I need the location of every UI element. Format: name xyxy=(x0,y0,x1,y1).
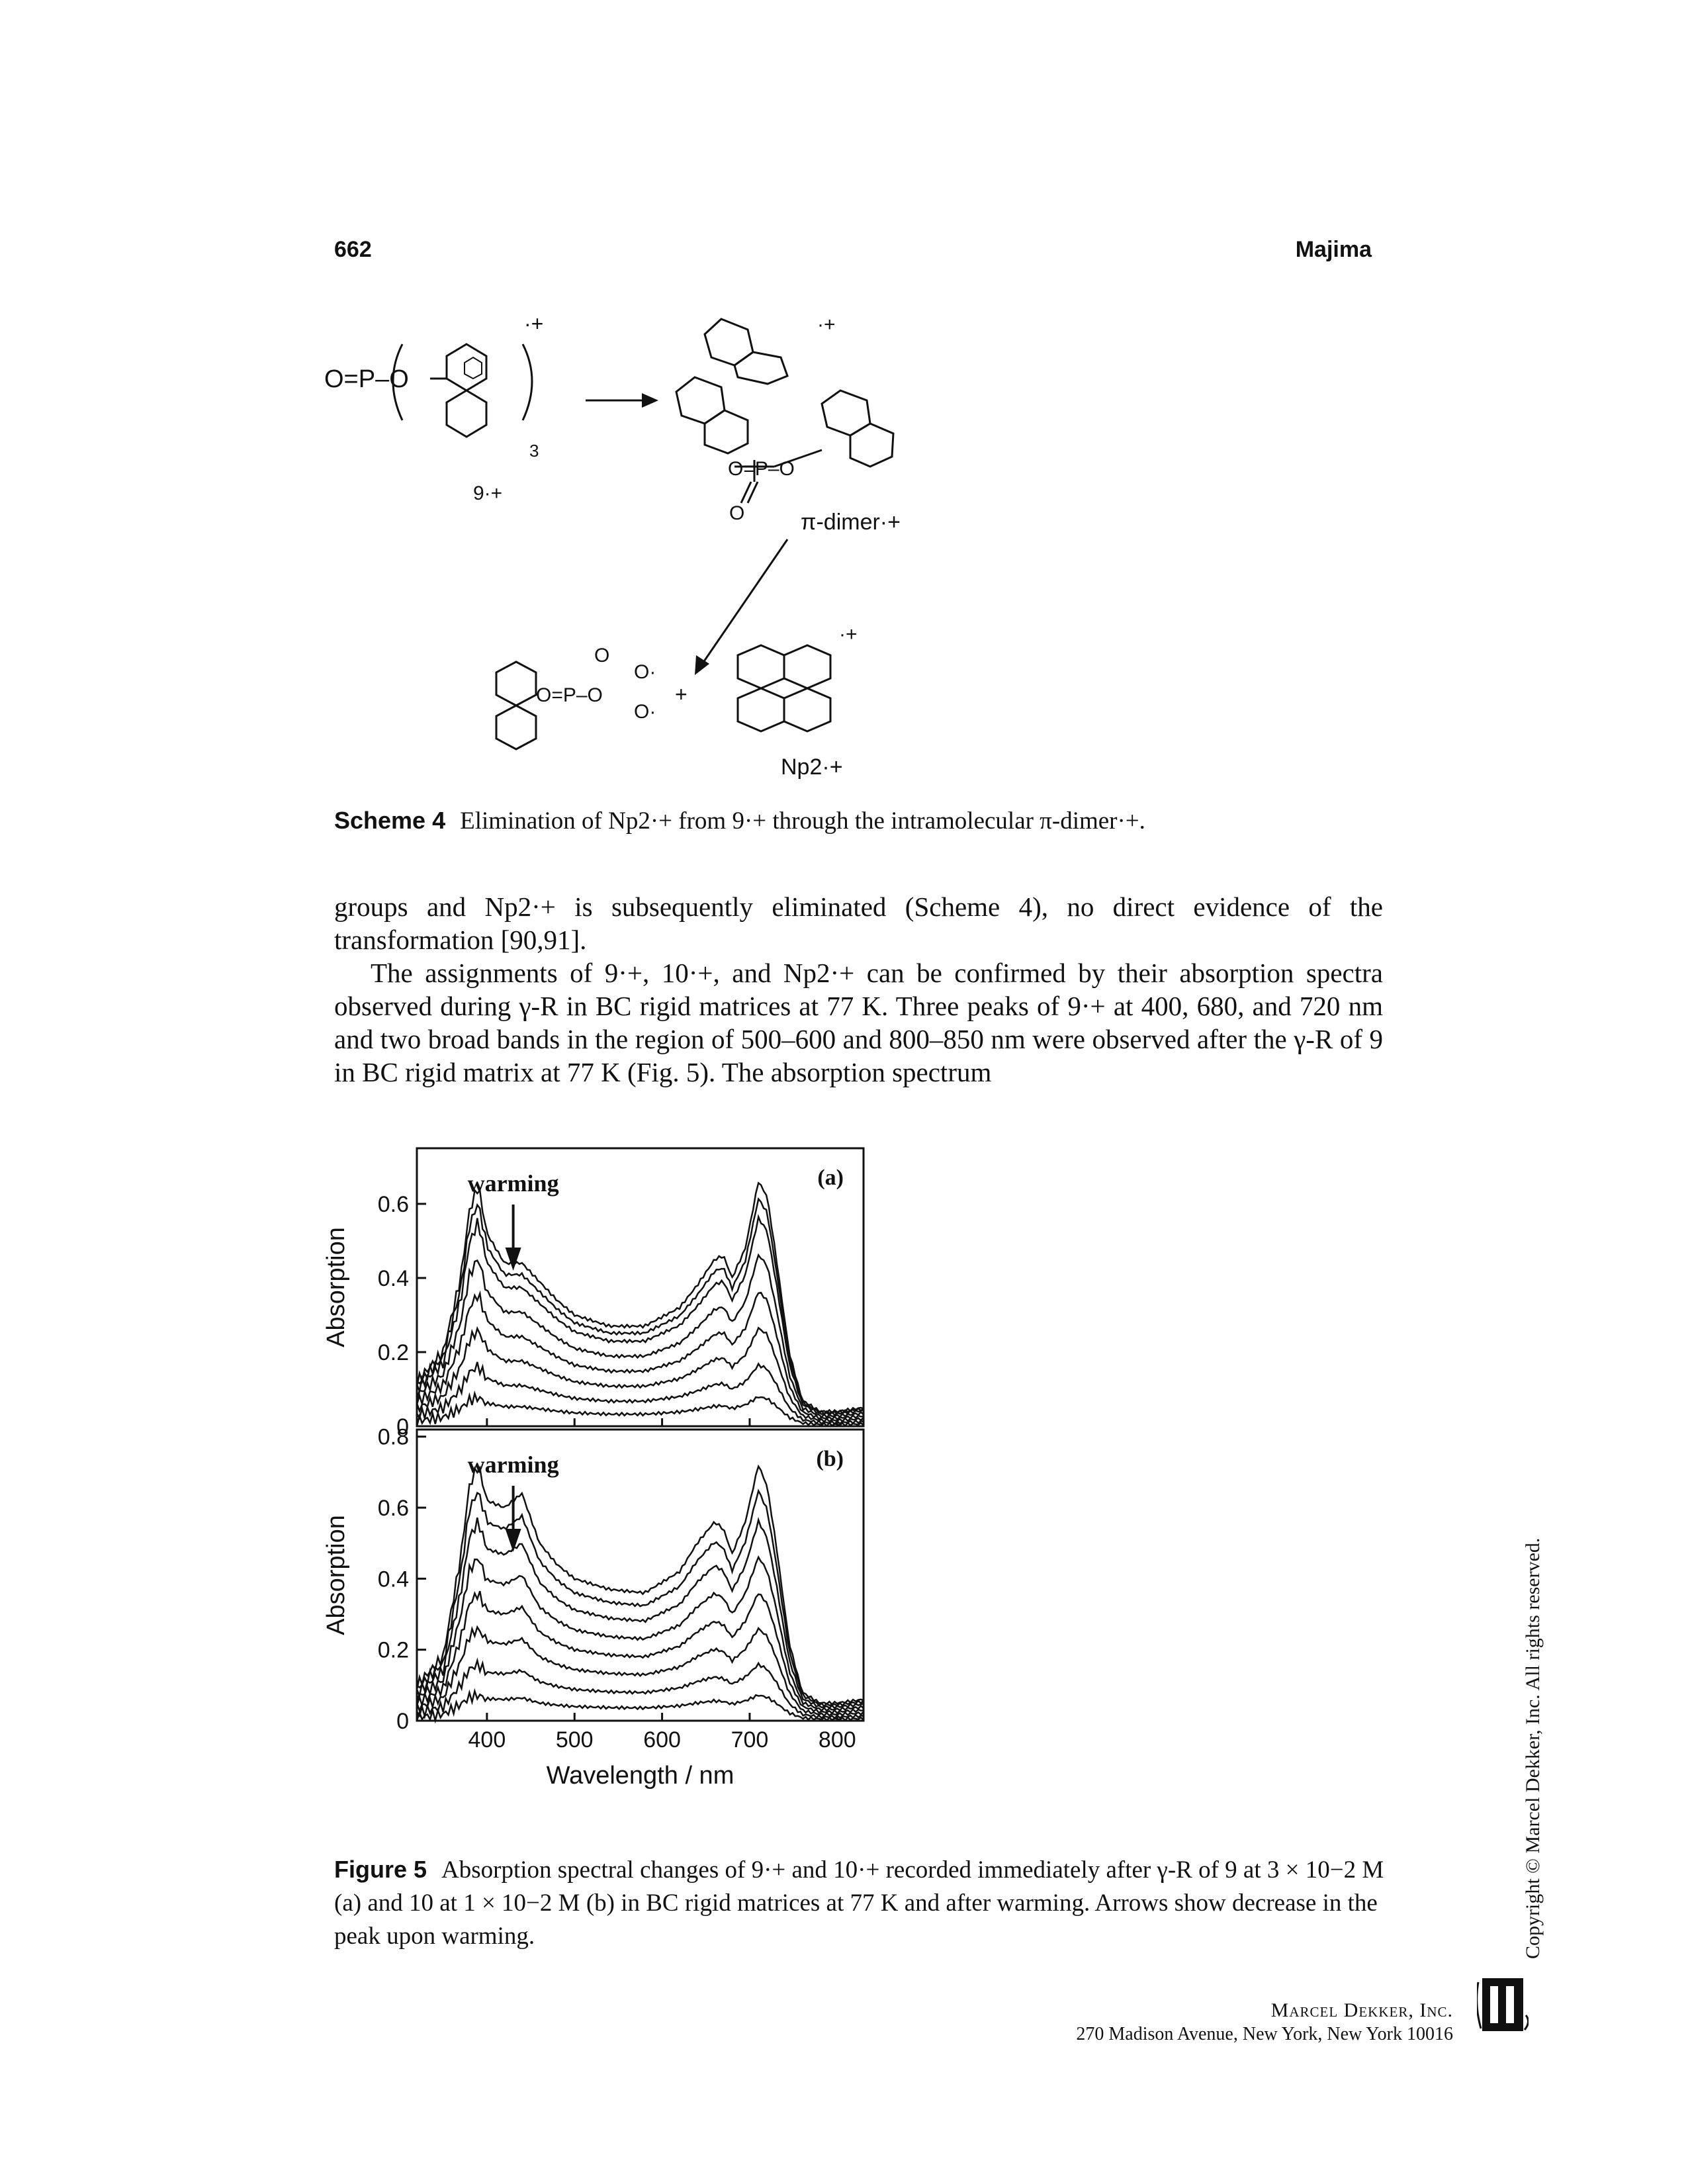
warming-arrow-head xyxy=(505,1248,521,1271)
plus-sign: + xyxy=(675,682,688,706)
y-tick-label: 0 xyxy=(396,1709,409,1734)
x-tick-label: 600 xyxy=(643,1727,681,1752)
product-oxygen-1: O· xyxy=(634,661,656,683)
body-paragraph-1: groups and Np2·+ is subsequently elimina… xyxy=(334,891,1383,955)
warming-arrow-head xyxy=(505,1529,521,1552)
product-charge: ·+ xyxy=(839,623,858,645)
spectrum-line xyxy=(416,1590,864,1715)
x-tick-label: 500 xyxy=(556,1727,594,1752)
spectrum-line xyxy=(416,1488,864,1707)
y-tick-label: 0.6 xyxy=(378,1192,409,1217)
dimer-charge: ·+ xyxy=(817,314,836,336)
naphthalene-ring-1 xyxy=(445,343,488,438)
x-tick-label: 400 xyxy=(468,1727,506,1752)
y-tick-label: 0.8 xyxy=(378,1425,409,1450)
product-oxygen-2: O· xyxy=(634,701,656,723)
binaphthyl-label: Np2·+ xyxy=(781,754,843,780)
y-tick-label: 0.4 xyxy=(378,1567,409,1592)
publisher-logo-icon xyxy=(1476,1976,1529,2034)
scheme-4-structures: O=P–O ·+ 3 9·+ O=P–O O xyxy=(324,304,986,788)
x-axis-label: Wavelength / nm xyxy=(547,1762,734,1790)
scheme-caption: Scheme 4 Elimination of Np2·+ from 9·+ th… xyxy=(334,804,1393,838)
product-oxo: O xyxy=(594,645,609,666)
naphthyl-phosphate-product xyxy=(495,660,537,751)
spectrum-line xyxy=(416,1625,864,1717)
y-tick-label: 0.2 xyxy=(378,1340,409,1365)
y-tick-label: 0.4 xyxy=(378,1266,409,1291)
right-bracket xyxy=(521,343,533,421)
x-tick-label: 800 xyxy=(819,1727,856,1752)
left-bracket xyxy=(392,343,404,421)
plot-frame-b xyxy=(416,1428,865,1722)
y-tick-label: 0.6 xyxy=(378,1496,409,1521)
y-tick-label: 0 xyxy=(396,1414,409,1439)
spectrum-line xyxy=(416,1326,864,1423)
dimer-oxo: O xyxy=(729,502,744,524)
y-axis-label: Absorption xyxy=(322,1515,350,1635)
running-author: Majima xyxy=(1295,237,1372,262)
dimer-phosphate: O=P–O xyxy=(728,458,795,480)
x-tick-label: 700 xyxy=(731,1727,769,1752)
spectrum-line xyxy=(416,1657,864,1720)
spectrum-line xyxy=(416,1197,864,1416)
figure-caption-label: Figure 5 xyxy=(334,1856,427,1883)
figure-5-svg: 00.20.40.6Absorption(a)warming00.20.40.6… xyxy=(322,1147,865,1790)
spectrum-line xyxy=(416,1214,864,1416)
spectrum-line xyxy=(416,1688,864,1724)
subscript-3: 3 xyxy=(529,441,539,461)
plot-frame-a xyxy=(416,1147,865,1428)
figure-caption-text: Absorption spectral changes of 9·+ and 1… xyxy=(334,1856,1384,1950)
pi-dimer-structure xyxy=(675,318,895,504)
scheme-caption-label: Scheme 4 xyxy=(334,807,446,834)
phosphoryl-group: O=P–O xyxy=(324,365,409,393)
body-paragraph-2: The assignments of 9·+, 10·+, and Np2·+ … xyxy=(334,958,1383,1087)
spectrum-line xyxy=(416,1181,864,1414)
publisher-block: Marcel Dekker, Inc. 270 Madison Avenue, … xyxy=(1076,1999,1453,2046)
y-axis-label: Absorption xyxy=(322,1227,350,1347)
panel-label: (b) xyxy=(816,1447,844,1471)
dimer-label: π-dimer·+ xyxy=(801,510,901,535)
body-text: groups and Np2·+ is subsequently elimina… xyxy=(334,890,1383,1089)
warming-label: warming xyxy=(468,1451,559,1478)
reactant-label: 9·+ xyxy=(473,482,502,504)
publisher-address: 270 Madison Avenue, New York, New York 1… xyxy=(1076,2024,1453,2044)
spectrum-line xyxy=(416,1361,864,1426)
spectrum-line xyxy=(416,1253,864,1419)
panel-label: (a) xyxy=(817,1165,844,1190)
spectrum-line xyxy=(416,1390,864,1428)
publisher-name: Marcel Dekker, Inc. xyxy=(1270,1999,1453,2021)
copyright-notice: Copyright © Marcel Dekker, Inc. All righ… xyxy=(1522,1537,1544,1959)
y-tick-label: 0.2 xyxy=(378,1638,409,1663)
spectrum-line xyxy=(416,1555,864,1712)
spectrum-line xyxy=(416,1464,864,1706)
binaphthyl-product xyxy=(736,644,832,733)
reactant-charge: ·+ xyxy=(524,312,543,336)
product-phosphate: O=P–O xyxy=(536,684,603,706)
reaction-arrow-2 xyxy=(700,539,789,666)
warming-label: warming xyxy=(468,1170,559,1197)
scheme-caption-text: Elimination of Np2·+ from 9·+ through th… xyxy=(460,807,1145,835)
spectrum-line xyxy=(416,1290,864,1421)
page-number: 662 xyxy=(334,237,372,262)
spectrum-line xyxy=(416,1516,864,1709)
